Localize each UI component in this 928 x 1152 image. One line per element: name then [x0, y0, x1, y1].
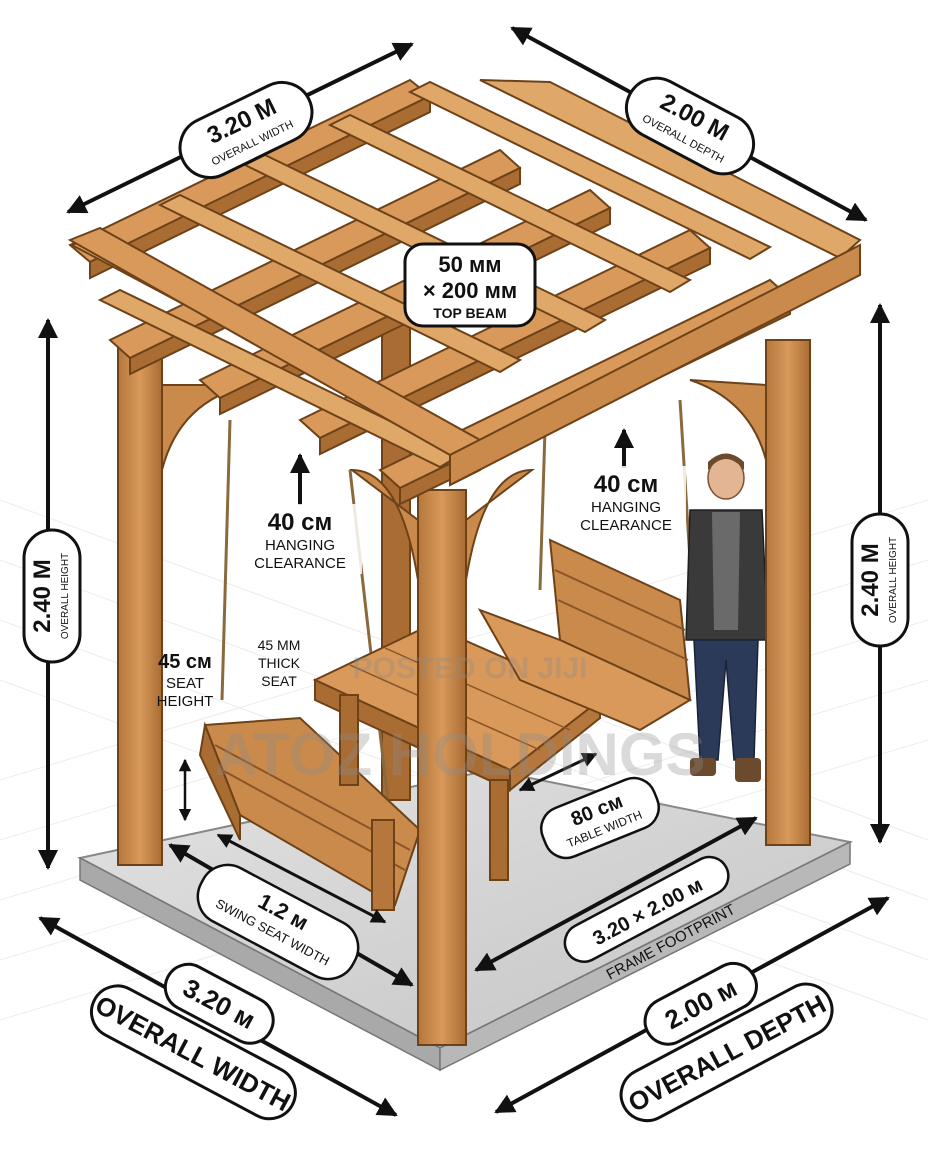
person-figure: [685, 453, 769, 782]
label-seat-height: 45 см SEAT HEIGHT: [157, 651, 214, 710]
post-front-right: [765, 339, 811, 846]
clear-left-l1: HANGING: [265, 537, 335, 554]
watermark-posted: POSTED ON JIJI: [352, 652, 587, 685]
beam-line-2: × 200 мм: [423, 278, 517, 303]
clear-right-value: 40 см: [594, 471, 658, 498]
post-front-center: [417, 489, 467, 1046]
clear-right-l1: HANGING: [591, 499, 661, 516]
height-left-value: 2.40 M: [29, 559, 56, 632]
top-beam: [67, 226, 861, 487]
thick-l1: 45 MM: [258, 637, 301, 653]
seat-h-l1: SEAT: [166, 675, 204, 692]
height-right-caption: OVERALL HEIGHT: [888, 537, 899, 623]
clear-right-l2: CLEARANCE: [580, 517, 672, 534]
beam-line-3: TOP BEAM: [433, 305, 506, 321]
seat-h-l2: HEIGHT: [157, 693, 214, 710]
post-front-left: [117, 339, 163, 866]
thick-l2: THICK: [258, 655, 301, 671]
thick-l3: SEAT: [261, 673, 297, 689]
label-height-left: 2.40 M OVERALL HEIGHT: [22, 528, 82, 664]
watermark-brand: ATOZ HOLDINGS: [214, 721, 705, 788]
label-top-beam: 50 мм × 200 мм TOP BEAM: [403, 242, 537, 328]
seat-h-value: 45 см: [158, 651, 212, 673]
label-clearance-left: 40 см HANGING CLEARANCE: [240, 504, 362, 574]
clear-left-value: 40 см: [268, 509, 332, 536]
clear-left-l2: CLEARANCE: [254, 555, 346, 572]
label-height-right: 2.40 M OVERALL HEIGHT: [850, 512, 910, 648]
label-thick-seat: 45 MM THICK SEAT: [258, 637, 301, 689]
swing-bench-right: [477, 399, 693, 732]
beam-line-1: 50 мм: [438, 252, 501, 277]
height-right-value: 2.40 M: [857, 543, 884, 616]
label-clearance-right: 40 см HANGING CLEARANCE: [566, 466, 686, 536]
height-left-caption: OVERALL HEIGHT: [60, 553, 71, 639]
